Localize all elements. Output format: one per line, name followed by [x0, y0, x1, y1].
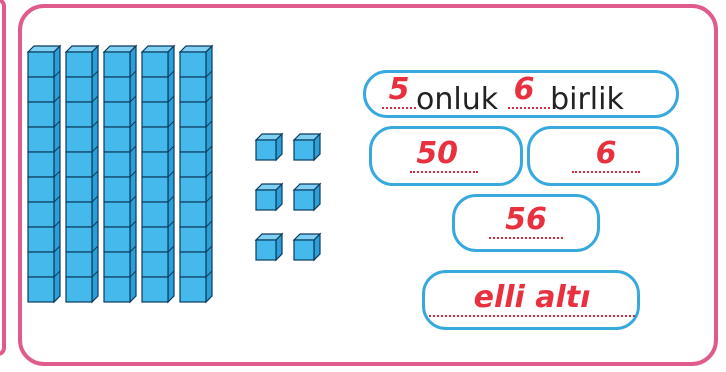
- worksheet-panel: 5 onluk 6 birlik 50 6 56: [18, 4, 718, 366]
- ten-rod: [66, 46, 98, 302]
- unit-cubes-group: [256, 134, 320, 260]
- place-value-pill: 5 onluk 6 birlik: [363, 70, 679, 118]
- tens-value-answer: 50: [416, 136, 458, 171]
- unit-cube: [256, 184, 282, 210]
- ones-digit-blank: 6: [508, 77, 550, 109]
- left-frame-edge: [0, 0, 6, 356]
- ones-value-pill: 6: [527, 126, 679, 186]
- tens-digit-answer: 5: [389, 72, 410, 107]
- unit-cube: [294, 234, 320, 260]
- number-pill: 56: [452, 194, 600, 252]
- unit-cube: [294, 134, 320, 160]
- number-answer: 56: [505, 202, 547, 237]
- ten-rod: [28, 46, 60, 302]
- tens-value-pill: 50: [369, 126, 523, 186]
- ones-label: birlik: [550, 82, 624, 117]
- number-blank: 56: [489, 203, 563, 239]
- number-words-answer: elli altı: [474, 280, 591, 315]
- ten-rod: [180, 46, 212, 302]
- ten-rods-group: [28, 46, 212, 302]
- tens-label: onluk: [416, 82, 498, 117]
- tens-value-blank: 50: [410, 137, 478, 173]
- unit-cube: [256, 134, 282, 160]
- unit-cube: [294, 184, 320, 210]
- number-words-pill: elli altı: [422, 270, 640, 330]
- ten-rod: [104, 46, 136, 302]
- ones-value-answer: 6: [596, 136, 617, 171]
- number-words-blank: elli altı: [429, 281, 635, 317]
- ten-rod: [142, 46, 174, 302]
- ones-digit-answer: 6: [514, 72, 535, 107]
- ones-value-blank: 6: [572, 137, 640, 173]
- tens-digit-blank: 5: [382, 77, 416, 109]
- unit-cube: [256, 234, 282, 260]
